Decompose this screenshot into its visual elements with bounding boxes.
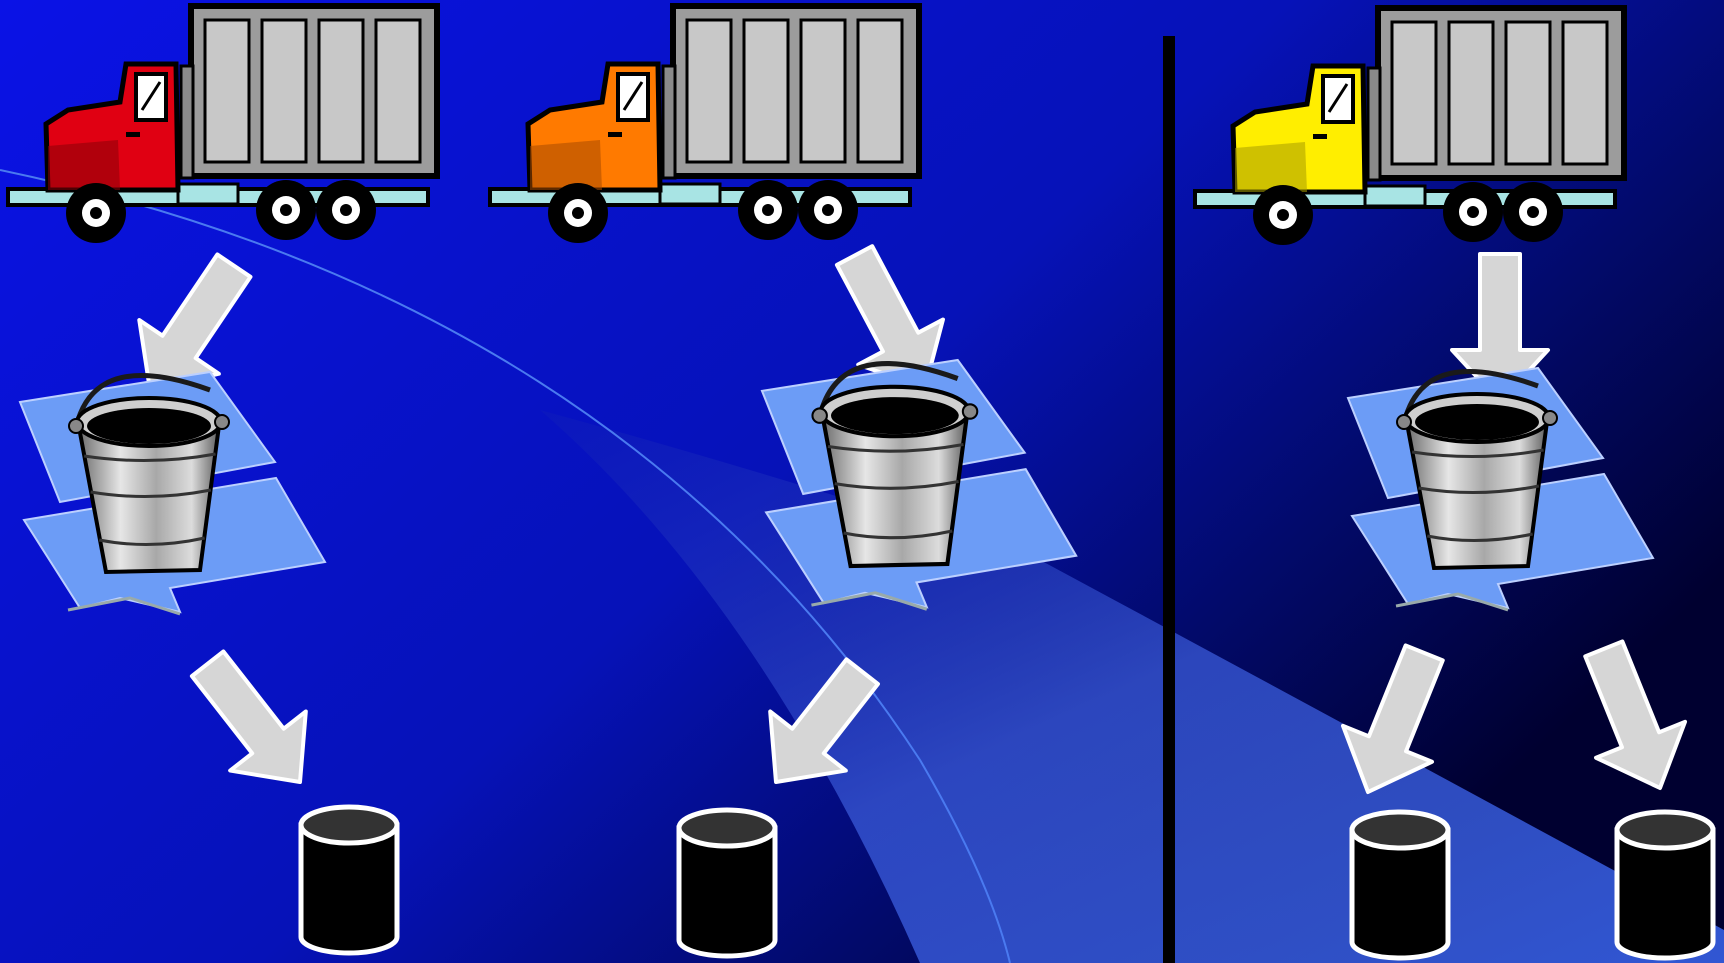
- flow-arrow: [1340, 643, 1445, 794]
- flow-arrow: [1583, 639, 1688, 790]
- curve-line: [0, 169, 1011, 963]
- delivery-truck-icon: [1193, 5, 1627, 245]
- delivery-truck-icon: [6, 3, 440, 243]
- flow-arrow: [137, 252, 253, 392]
- bucket-icon: [18, 370, 327, 616]
- pipeline-1: [6, 3, 440, 956]
- bucket-icon: [1346, 366, 1655, 612]
- storage-cylinder-icon: [1614, 809, 1716, 961]
- storage-cylinder-icon: [298, 804, 400, 956]
- pipeline-2: [488, 3, 1078, 959]
- flow-arrow: [768, 657, 880, 784]
- pipeline-3: [1193, 5, 1716, 961]
- flow-arrow: [834, 244, 945, 390]
- storage-cylinder-icon: [676, 807, 778, 959]
- flow-arrow: [189, 649, 308, 784]
- delivery-truck-icon: [488, 3, 922, 243]
- bucket-icon: [760, 358, 1078, 611]
- divider-line: [1163, 36, 1175, 963]
- storage-cylinder-icon: [1349, 809, 1451, 961]
- flow-arrow: [1450, 252, 1550, 404]
